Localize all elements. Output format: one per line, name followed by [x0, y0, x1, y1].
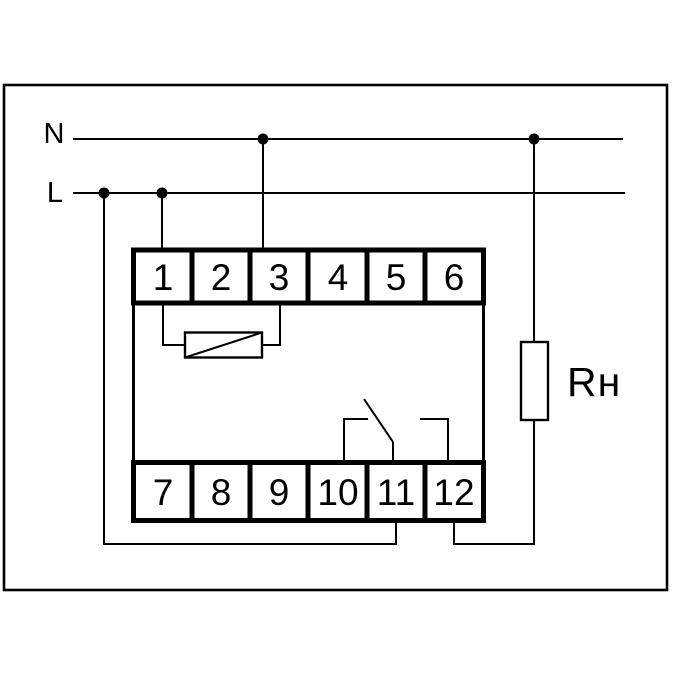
contact-fixed-right	[420, 418, 449, 463]
terminal-label-1: 1	[153, 257, 174, 298]
terminal-label-9: 9	[269, 472, 290, 513]
wire-terminal-12-to-load	[453, 420, 535, 545]
diagram-border	[2, 83, 669, 592]
load-resistor-symbol	[519, 340, 550, 422]
terminal-label-8: 8	[211, 472, 232, 513]
neutral-label: N	[44, 118, 65, 150]
terminal-label-11: 11	[377, 472, 415, 513]
terminal-label-12: 12	[433, 472, 474, 513]
terminal-label-2: 2	[211, 257, 232, 298]
terminal-label-7: 7	[153, 472, 174, 513]
terminal-label-10: 10	[317, 472, 358, 513]
junction-dot-line-2	[156, 187, 168, 199]
coil-symbol-diagonal	[184, 331, 263, 359]
terminal-label-5: 5	[386, 257, 407, 298]
junction-dot-line-1	[98, 187, 110, 199]
line-label: L	[47, 177, 63, 209]
contact-moving-blade	[363, 398, 394, 443]
load-label: Rн	[567, 359, 621, 405]
wire-line-to-terminal-11	[103, 193, 397, 545]
terminal-label-4: 4	[328, 257, 349, 298]
junction-dot-neutral-2	[528, 133, 540, 145]
terminal-label-3: 3	[269, 257, 290, 298]
terminal-label-6: 6	[444, 257, 465, 298]
wire-coil-to-terminal-3	[262, 303, 281, 346]
wire-terminal-1-to-coil	[162, 303, 185, 346]
contact-fixed-left	[343, 418, 368, 463]
junction-dot-neutral-1	[257, 133, 269, 145]
